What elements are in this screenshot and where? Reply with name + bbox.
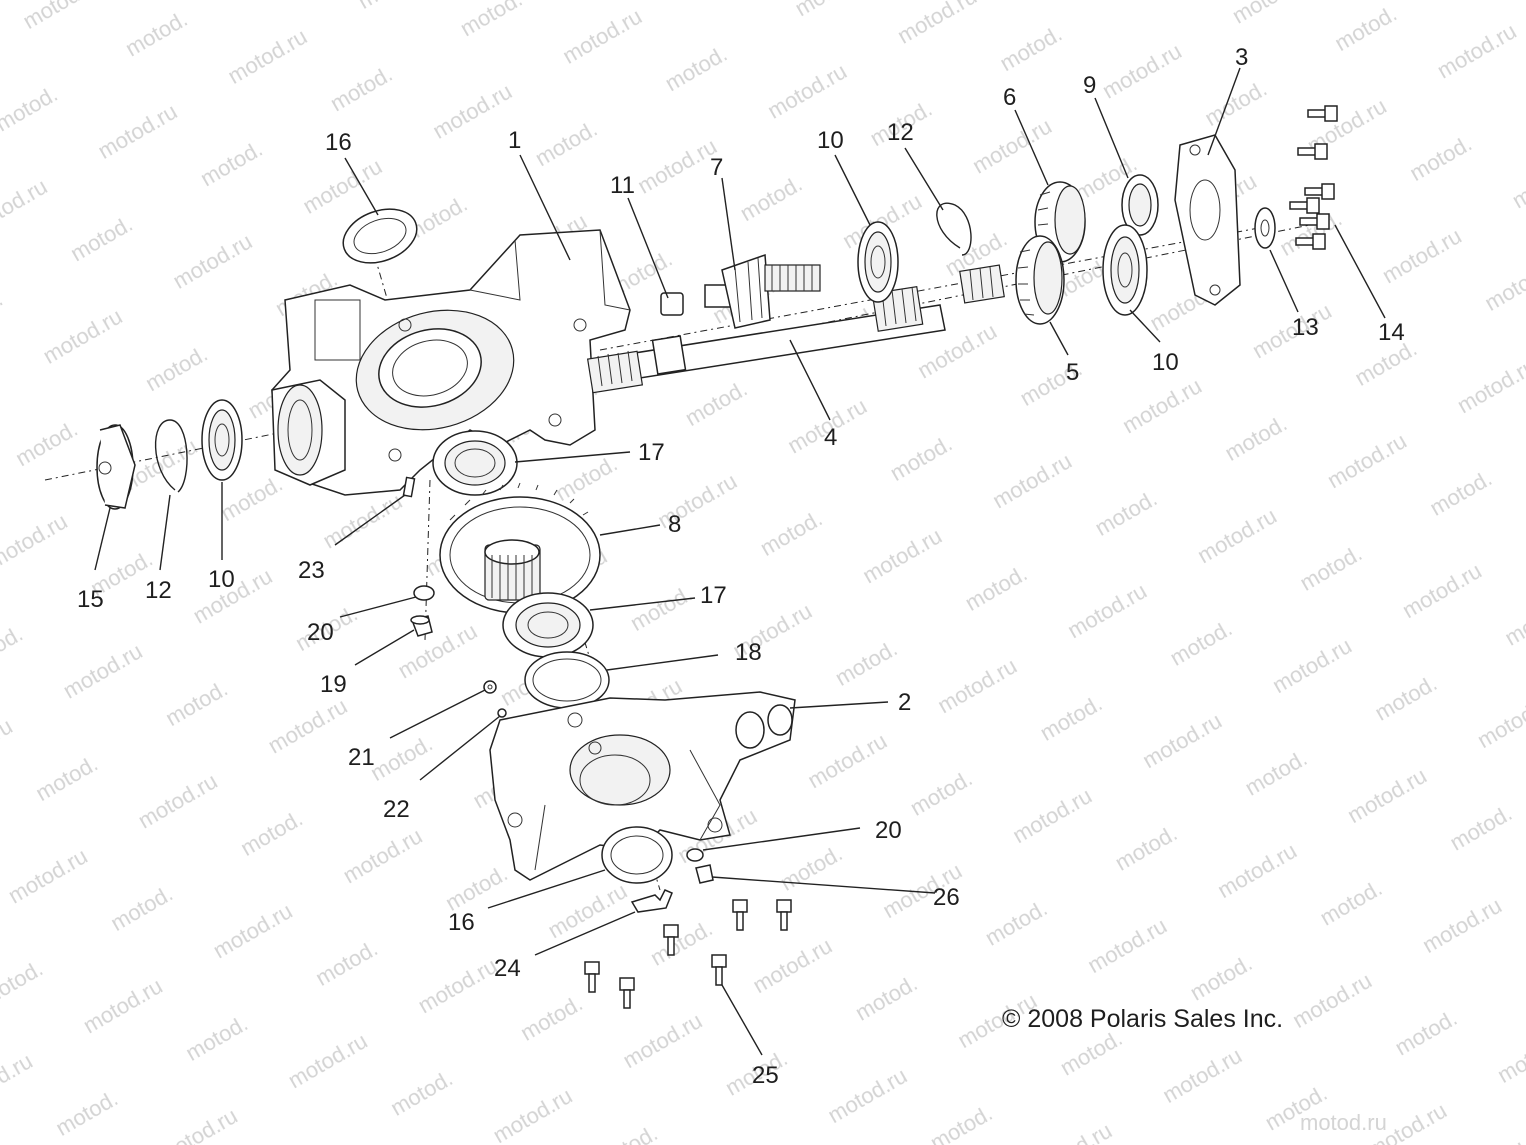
washer-part-13 <box>1254 207 1276 249</box>
label-20-right: 20 <box>875 817 902 844</box>
pin-part-11 <box>660 292 684 316</box>
seal-part-16-bottom <box>601 826 673 884</box>
dowel-part-23 <box>402 476 416 498</box>
bearing-part-10-upper <box>857 221 899 303</box>
label-4: 4 <box>824 424 837 451</box>
washer-part-15 <box>96 424 136 510</box>
ring-gear-part-8 <box>439 482 601 614</box>
snap-ring-part-12-upper <box>936 202 972 256</box>
washer-part-22 <box>497 708 507 718</box>
label-19: 19 <box>320 671 347 698</box>
seal-part-16-top <box>342 208 418 264</box>
bearing-part-17-lower <box>502 592 594 658</box>
bolts-part-14 <box>1289 105 1338 250</box>
label-20-left: 20 <box>307 619 334 646</box>
label-12-upper: 12 <box>887 119 914 146</box>
label-10-left: 10 <box>208 566 235 593</box>
main-housing-part-1 <box>271 229 631 496</box>
label-17-lower: 17 <box>700 582 727 609</box>
cover-part-3 <box>1174 134 1241 306</box>
label-2: 2 <box>898 689 911 716</box>
label-5: 5 <box>1066 359 1079 386</box>
copyright-notice: © 2008 Polaris Sales Inc. <box>1002 1005 1283 1033</box>
label-16-top: 16 <box>325 129 352 156</box>
label-1: 1 <box>508 127 521 154</box>
label-10-upper: 10 <box>817 127 844 154</box>
part-labels: 16 1 11 7 10 12 6 9 3 13 14 10 5 4 17 8 … <box>77 44 1405 1089</box>
label-26: 26 <box>933 884 960 911</box>
label-11: 11 <box>610 172 635 199</box>
bolts-part-25 <box>584 899 792 1009</box>
pinion-gear-part-7 <box>704 253 821 329</box>
label-22: 22 <box>383 796 410 823</box>
label-8: 8 <box>668 511 681 538</box>
label-16-bottom: 16 <box>448 909 475 936</box>
plug-part-26 <box>695 864 714 884</box>
bearing-part-10-right <box>1102 224 1148 316</box>
label-14: 14 <box>1378 319 1405 346</box>
gear-part-5 <box>1015 235 1065 325</box>
label-6: 6 <box>1003 84 1016 111</box>
plug-part-19 <box>410 615 433 637</box>
screw-part-21 <box>483 680 497 694</box>
bearing-part-17-upper <box>432 430 518 496</box>
label-12-left: 12 <box>145 577 172 604</box>
fitting-part-24 <box>630 889 673 913</box>
label-17-upper: 17 <box>638 439 665 466</box>
label-9: 9 <box>1083 72 1096 99</box>
label-15: 15 <box>77 586 104 613</box>
label-25: 25 <box>752 1062 779 1089</box>
watermark-text: motod.ru <box>1300 1110 1387 1135</box>
shim-part-18 <box>524 651 610 709</box>
label-24: 24 <box>494 955 521 982</box>
label-10-right: 10 <box>1152 349 1179 376</box>
lower-cover-part-2 <box>489 691 796 881</box>
o-ring-part-20-left <box>413 585 435 601</box>
bearing-part-10-left <box>201 399 243 481</box>
label-3: 3 <box>1235 44 1248 71</box>
snap-ring-part-12-left <box>154 419 188 493</box>
o-ring-part-20-right <box>686 848 704 862</box>
label-7: 7 <box>710 154 723 181</box>
label-21: 21 <box>348 744 375 771</box>
label-13: 13 <box>1292 314 1319 341</box>
leader-lines <box>94 67 1386 1056</box>
label-18: 18 <box>735 639 762 666</box>
bearing-part-9 <box>1121 174 1159 236</box>
label-23: 23 <box>298 557 325 584</box>
